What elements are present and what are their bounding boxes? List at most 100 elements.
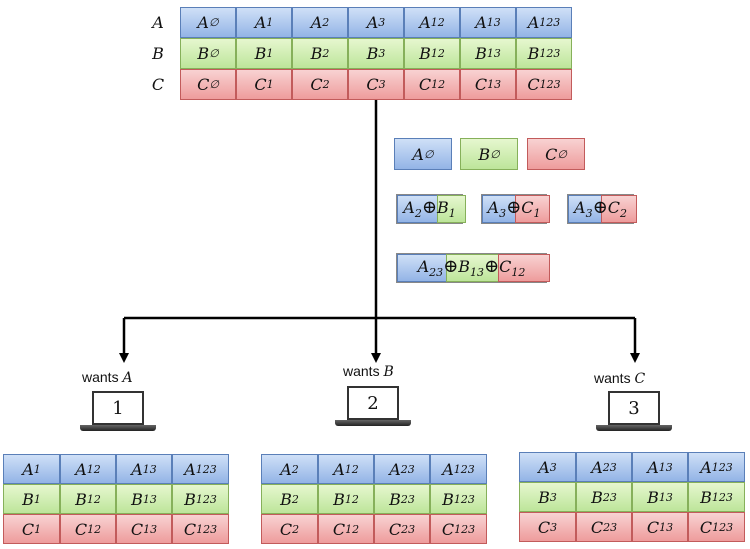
tx-pair-a2-b1: A2⊕B1 xyxy=(396,194,466,224)
file-letter: A xyxy=(527,13,540,32)
subfile-index: 2 xyxy=(322,78,330,91)
file-letter: A xyxy=(280,459,292,479)
subfile-index: 23 xyxy=(400,492,415,506)
file-letter: B xyxy=(475,44,487,63)
subfile-index: 123 xyxy=(539,16,561,29)
demand-text: wants xyxy=(343,363,384,379)
file-letter: A xyxy=(412,144,424,164)
file-letter: C xyxy=(527,75,540,94)
subfile-index: 2 xyxy=(291,492,299,506)
subfile-index: 2 xyxy=(322,47,330,60)
file-letter: B xyxy=(22,489,34,509)
subfile-index: ∅ xyxy=(209,47,219,60)
subfile-index: 123 xyxy=(712,520,734,534)
server-subfile-a-0: A∅ xyxy=(180,7,236,38)
xor-icon: ⊕ xyxy=(484,256,500,278)
subfile-index: 13 xyxy=(486,47,501,60)
file-letter: B xyxy=(527,44,540,63)
subfile-index: 13 xyxy=(142,462,157,476)
subfile-index: 123 xyxy=(539,78,561,91)
subfile-index: ∅ xyxy=(209,78,219,91)
subfile-index: ∅ xyxy=(557,147,567,161)
subfile-index: 23 xyxy=(429,266,444,280)
file-letter: C xyxy=(590,517,604,537)
file-letter: A xyxy=(366,13,379,32)
file-letter: B xyxy=(389,489,401,509)
file-letter: B xyxy=(442,489,454,509)
xor-expression: A23⊕B13⊕C12 xyxy=(418,256,526,279)
file-letter: A xyxy=(574,198,586,218)
file-letter: C xyxy=(646,517,660,537)
subfile-index: 12 xyxy=(345,522,360,536)
subfile-index: 123 xyxy=(453,462,475,476)
subfile-index: 123 xyxy=(711,460,733,474)
tx-single-a: A∅ xyxy=(394,138,452,170)
file-letter: A xyxy=(22,459,34,479)
subfile-index: 12 xyxy=(86,492,101,506)
xor-segment-c xyxy=(601,195,637,223)
subfile-index: 1 xyxy=(533,207,541,221)
file-letter: C xyxy=(279,519,293,539)
server-row-label-a: A xyxy=(152,13,164,32)
file-letter: C xyxy=(441,519,455,539)
subfile-index: 23 xyxy=(401,522,416,536)
file-letter: C xyxy=(521,198,534,218)
xor-icon: ⊕ xyxy=(506,197,522,219)
subfile-index: 1 xyxy=(266,47,274,60)
xor-icon: ⊕ xyxy=(592,197,608,219)
user-3-demand: wants C xyxy=(594,370,645,387)
subfile-index: ∅ xyxy=(208,16,219,29)
file-letter: C xyxy=(130,519,144,539)
xor-icon: ⊕ xyxy=(421,197,437,219)
subfile-index: 12 xyxy=(511,266,526,280)
subfile-index: 13 xyxy=(486,16,501,29)
file-letter: B xyxy=(75,489,87,509)
file-letter: A xyxy=(591,457,603,477)
server-subfile-b-0: B∅ xyxy=(180,38,236,69)
tx-single-b: B∅ xyxy=(460,138,518,170)
user-1-demand: wants A xyxy=(82,369,133,386)
subfile-index: 2 xyxy=(619,207,627,221)
subfile-index: 12 xyxy=(86,462,101,476)
user-3-label: 3 xyxy=(608,391,660,425)
file-letter: B xyxy=(436,198,449,218)
xor-segment-c xyxy=(498,254,550,282)
subfile-index: 23 xyxy=(602,460,617,474)
laptop-base xyxy=(80,425,156,431)
subfile-index: 3 xyxy=(499,207,507,221)
subfile-index: 123 xyxy=(195,462,217,476)
file-letter: B xyxy=(254,44,267,63)
file-letter: A xyxy=(389,459,401,479)
subfile-index: 123 xyxy=(195,492,217,506)
file-letter: A xyxy=(647,457,659,477)
file-letter: C xyxy=(388,519,402,539)
file-letter: C xyxy=(366,75,379,94)
file-letter: A xyxy=(700,457,712,477)
laptop-base xyxy=(335,420,411,426)
demand-text: wants xyxy=(594,370,635,386)
file-letter: C xyxy=(607,198,620,218)
file-letter: A xyxy=(131,459,143,479)
subfile-index: 123 xyxy=(453,492,475,506)
demand-file: C xyxy=(634,371,646,387)
